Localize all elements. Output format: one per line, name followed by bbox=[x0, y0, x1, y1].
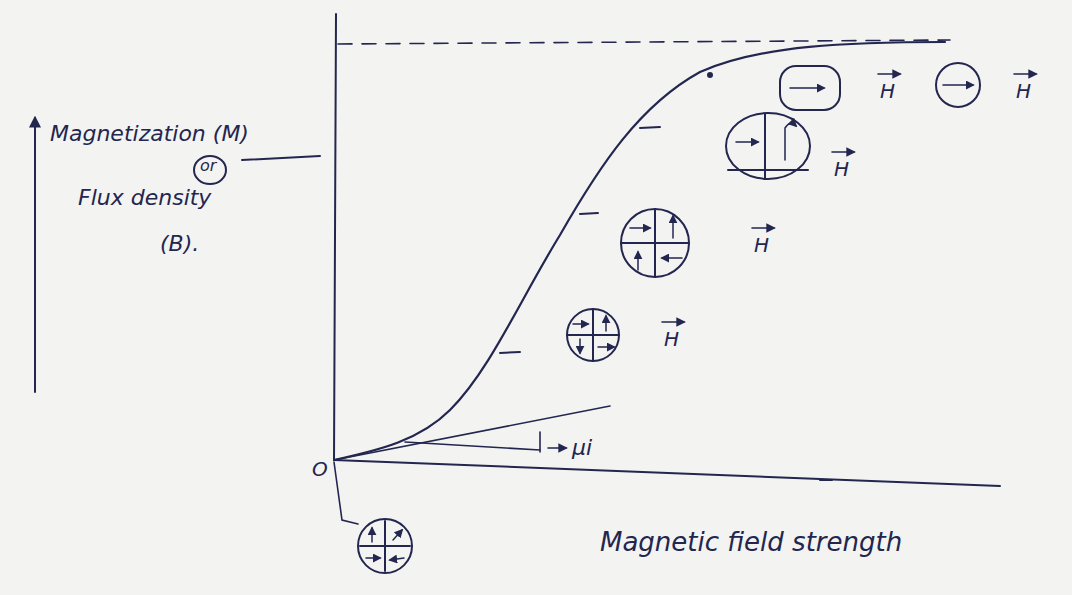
vector-label: H bbox=[754, 234, 769, 256]
origin-label: O bbox=[312, 458, 328, 480]
vector-label: H bbox=[880, 80, 895, 102]
axis-label: or bbox=[200, 157, 216, 175]
mu-pointer bbox=[548, 447, 566, 449]
axis-label: Magnetization (M) bbox=[50, 122, 249, 146]
vector-arrow bbox=[878, 73, 900, 75]
vector-arrow bbox=[1014, 73, 1036, 75]
domain-circle bbox=[621, 209, 689, 277]
underline-stroke bbox=[242, 156, 320, 160]
y-axis bbox=[334, 14, 336, 460]
domain-circle bbox=[567, 309, 619, 361]
vector-label: H bbox=[664, 328, 679, 350]
curve-mark bbox=[640, 127, 660, 128]
curve-mark bbox=[580, 213, 598, 214]
domain-circle bbox=[780, 66, 840, 110]
curve-mark bbox=[500, 352, 520, 353]
vector-arrow bbox=[662, 321, 684, 323]
vector-label: H bbox=[1016, 80, 1031, 102]
domain-circle bbox=[726, 113, 810, 179]
or-circle bbox=[194, 156, 226, 184]
tangent-line bbox=[334, 406, 610, 460]
axis-label: (B). bbox=[160, 232, 199, 256]
domain-circle bbox=[358, 519, 412, 573]
axis-tick bbox=[820, 479, 832, 481]
x-axis bbox=[334, 460, 1000, 486]
vector-label: H bbox=[834, 158, 849, 180]
tangent-tick bbox=[539, 432, 541, 452]
leader-line bbox=[334, 462, 358, 524]
curve-mark bbox=[708, 73, 712, 77]
symbol-label: μi bbox=[572, 436, 592, 460]
axis-label: Magnetic field strength bbox=[600, 528, 902, 557]
axis-label: Flux density bbox=[78, 186, 211, 210]
domain-circle bbox=[936, 63, 980, 107]
y-arrow bbox=[34, 118, 36, 392]
tangent-base bbox=[405, 442, 540, 450]
vector-arrow bbox=[752, 227, 774, 229]
vector-arrow bbox=[832, 151, 854, 153]
bh-curve bbox=[334, 42, 945, 460]
